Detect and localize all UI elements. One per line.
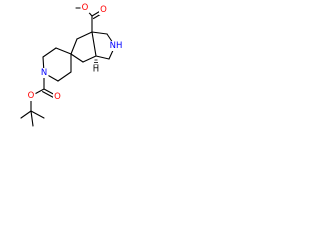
bond-c6-c6a (82, 55, 97, 63)
bond-c3a-c6a (91, 31, 97, 57)
bond-pip-a-pip-b (42, 47, 57, 58)
bond-spiro-c6 (70, 53, 84, 63)
bond-tbu-methyl-2 (30, 110, 34, 127)
ester-carbonyl-oxygen-label: O (100, 5, 107, 15)
atom-labels: O O NH H N O O (26, 3, 123, 102)
bond-tbu-methyl-3 (30, 110, 45, 119)
boc-carbonyl-oxygen-label: O (54, 92, 61, 102)
boc-ether-oxygen-label: O (28, 91, 35, 101)
bond-spiro-pip-a (55, 47, 72, 55)
bond-pip-c-pip-d (57, 71, 72, 82)
stereo-hydrogen-label: H (93, 65, 99, 75)
bond-c4-spiro (70, 38, 78, 55)
bond-c1-c6a (95, 55, 110, 60)
bond-c3a-c4 (76, 31, 93, 40)
structure-canvas: O O NH H N O O (20, 3, 123, 127)
pyrrolidine-nitrogen-label: NH (110, 41, 123, 51)
bonds (20, 7, 116, 127)
bond-c3a-c3 (91, 31, 108, 35)
ester-ether-oxygen-label: O (82, 3, 89, 13)
bond-tbu-methyl-1 (20, 110, 32, 119)
piperidine-nitrogen-label: N (41, 68, 47, 78)
